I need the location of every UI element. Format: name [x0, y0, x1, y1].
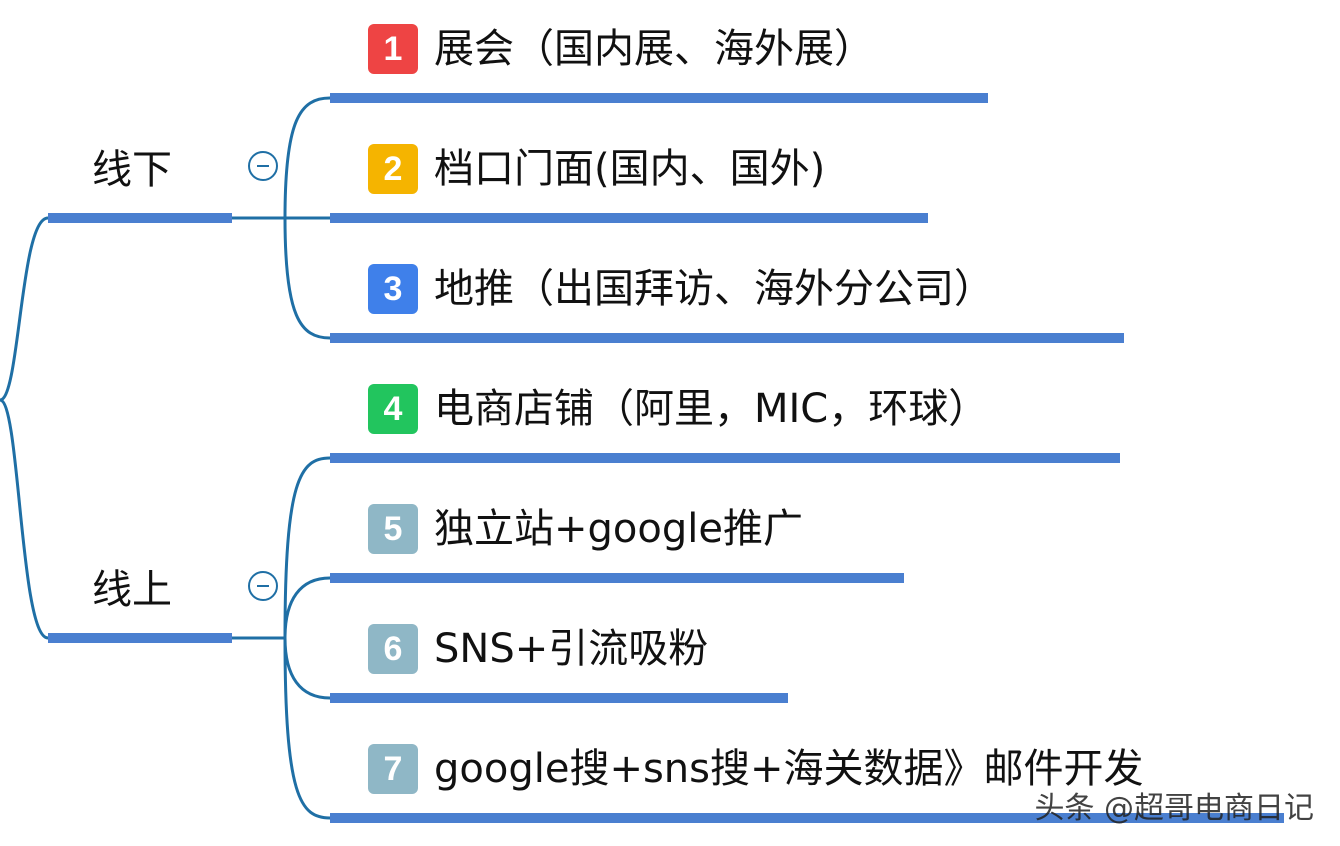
item-underline	[330, 573, 904, 583]
list-item-1[interactable]: 1 展会（国内展、海外展）	[368, 24, 874, 74]
priority-5-icon: 5	[368, 504, 418, 554]
priority-4-icon: 4	[368, 384, 418, 434]
list-item-6[interactable]: 6 SNS+引流吸粉	[368, 624, 708, 674]
priority-6-icon: 6	[368, 624, 418, 674]
collapse-online-icon[interactable]	[248, 571, 278, 601]
list-item-5[interactable]: 5 独立站+google推广	[368, 504, 803, 554]
item-text: 独立站+google推广	[434, 506, 803, 552]
item-text: 展会（国内展、海外展）	[434, 26, 874, 72]
priority-2-icon: 2	[368, 144, 418, 194]
item-underline	[330, 333, 1124, 343]
item-underline	[330, 93, 988, 103]
item-text: google搜+sns搜+海关数据》邮件开发	[434, 746, 1144, 792]
list-item-7[interactable]: 7 google搜+sns搜+海关数据》邮件开发	[368, 744, 1144, 794]
item-underline	[330, 213, 928, 223]
item-underline	[330, 453, 1120, 463]
item-text: 档口门面(国内、国外)	[434, 146, 826, 192]
branch-label-offline: 线下	[92, 147, 172, 193]
list-item-4[interactable]: 4 电商店铺（阿里，MIC，环球）	[368, 384, 988, 434]
collapse-offline-icon[interactable]	[248, 151, 278, 181]
item-underline	[330, 813, 1284, 823]
item-underline	[330, 693, 788, 703]
list-item-3[interactable]: 3 地推（出国拜访、海外分公司）	[368, 264, 994, 314]
priority-7-icon: 7	[368, 744, 418, 794]
watermark: 头条 @超哥电商日记	[1034, 791, 1314, 826]
priority-3-icon: 3	[368, 264, 418, 314]
branch-label-online: 线上	[92, 567, 172, 613]
item-text: 地推（出国拜访、海外分公司）	[434, 266, 994, 312]
item-text: 电商店铺（阿里，MIC，环球）	[434, 386, 989, 432]
item-text: SNS+引流吸粉	[434, 626, 709, 672]
list-item-2[interactable]: 2 档口门面(国内、国外)	[368, 144, 825, 194]
priority-1-icon: 1	[368, 24, 418, 74]
